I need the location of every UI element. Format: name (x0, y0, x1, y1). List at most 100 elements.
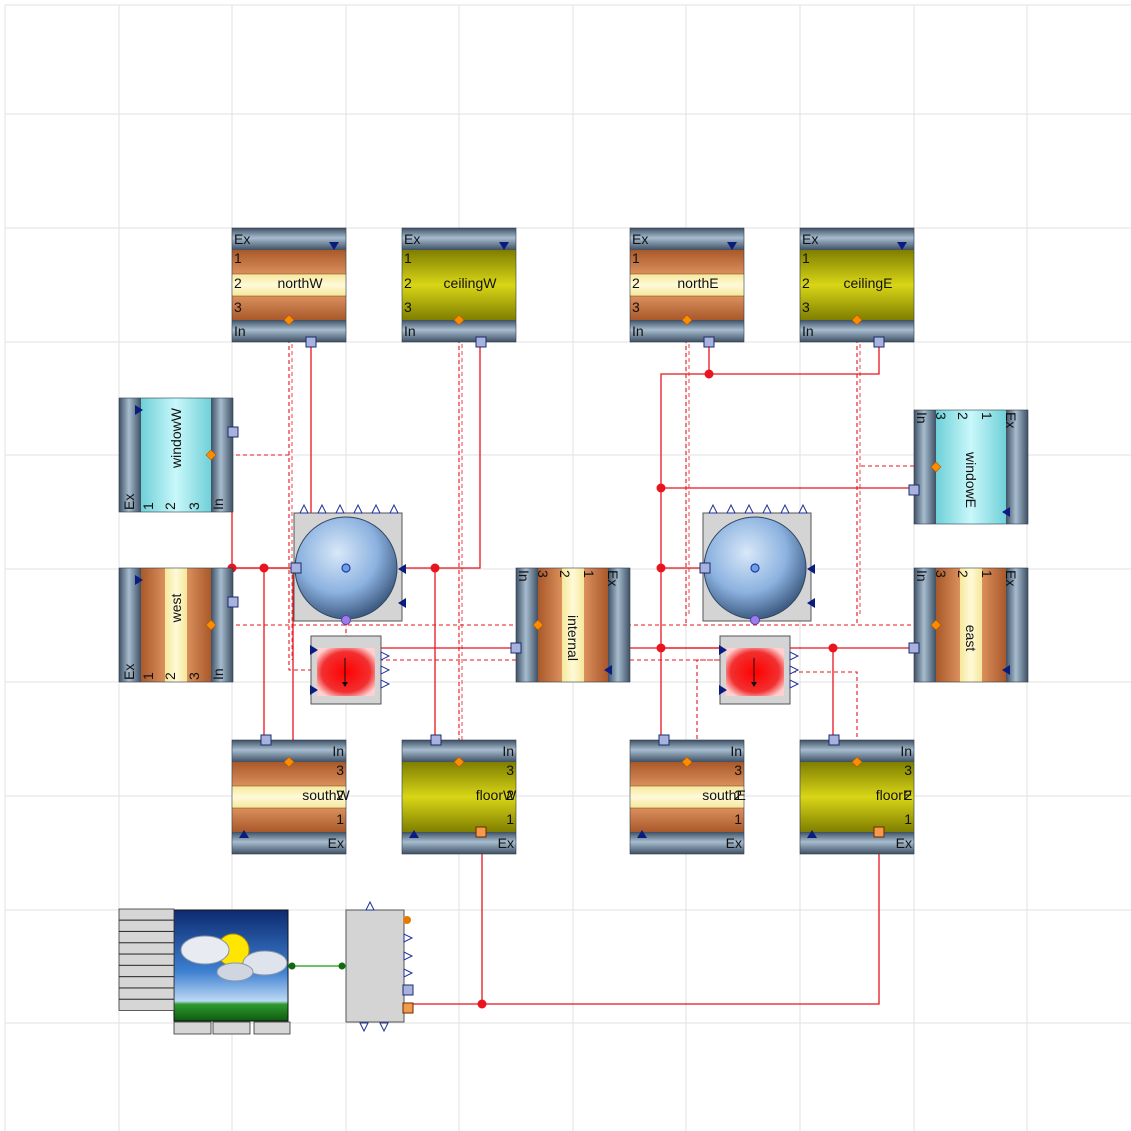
heater-east[interactable] (719, 635, 800, 705)
signal-output-triangle-icon[interactable] (762, 503, 772, 514)
air-volume-west[interactable] (290, 503, 406, 625)
heat-port-diamond[interactable] (930, 619, 942, 631)
heat-port-square[interactable] (227, 426, 239, 438)
heater-west[interactable] (310, 635, 391, 705)
signal-input-triangle-icon[interactable] (329, 242, 339, 250)
heat-port-diamond[interactable] (283, 756, 295, 768)
signal-input-triangle-icon[interactable] (135, 575, 143, 585)
heat-port-square[interactable] (658, 734, 670, 746)
signal-output-triangle-icon[interactable] (353, 503, 363, 514)
heat-port-diamond[interactable] (681, 756, 693, 768)
heat-port-diamond[interactable] (532, 619, 544, 631)
heat-port-square[interactable] (873, 826, 885, 838)
signal-output-triangle-icon[interactable] (379, 1022, 389, 1033)
heat-port-square[interactable] (475, 826, 487, 838)
weather-bus-block[interactable] (338, 900, 414, 1033)
weather-input-port[interactable] (118, 942, 175, 955)
heat-port-square[interactable] (475, 336, 487, 348)
heat-port-square[interactable] (402, 1002, 414, 1014)
signal-output-triangle-icon[interactable] (780, 503, 790, 514)
heat-port-square[interactable] (908, 642, 920, 654)
signal-input-triangle-icon[interactable] (637, 830, 647, 838)
signal-output-triangle-icon[interactable] (708, 503, 718, 514)
air-volume-east[interactable] (699, 503, 815, 625)
signal-input-triangle-icon[interactable] (398, 564, 406, 574)
weather-input-port[interactable] (118, 908, 175, 921)
heat-port-square[interactable] (828, 734, 840, 746)
signal-input-triangle-icon[interactable] (310, 645, 318, 655)
signal-input-triangle-icon[interactable] (409, 830, 419, 838)
signal-output-triangle-icon[interactable] (798, 503, 808, 514)
weather-input-port[interactable] (118, 919, 175, 932)
signal-output-triangle-icon[interactable] (359, 1022, 369, 1033)
weather-block[interactable] (118, 908, 296, 1035)
bus-port-G[interactable] (403, 916, 411, 924)
signal-input-triangle-icon[interactable] (135, 405, 143, 415)
signal-input-triangle-icon[interactable] (719, 645, 727, 655)
heat-port-diamond[interactable] (283, 314, 295, 326)
signal-input-triangle-icon[interactable] (499, 242, 509, 250)
signal-input-triangle-icon[interactable] (719, 685, 727, 695)
heat-port-diamond[interactable] (453, 756, 465, 768)
signal-input-triangle-icon[interactable] (807, 598, 815, 608)
signal-output-triangle-icon[interactable] (403, 951, 414, 961)
heat-port-square[interactable] (260, 734, 272, 746)
heat-port-diamond[interactable] (851, 756, 863, 768)
signal-output-triangle-icon[interactable] (744, 503, 754, 514)
signal-input-triangle-icon[interactable] (1002, 507, 1010, 517)
signal-output-triangle-icon[interactable] (371, 503, 381, 514)
air-volume-moisture-port[interactable] (750, 615, 760, 625)
heat-port-square[interactable] (430, 734, 442, 746)
air-volume-moisture-port[interactable] (341, 615, 351, 625)
signal-input-triangle-icon[interactable] (604, 665, 612, 675)
signal-output-triangle-icon[interactable] (365, 900, 375, 911)
signal-input-triangle-icon[interactable] (807, 830, 817, 838)
signal-output-triangle-icon[interactable] (403, 933, 414, 943)
signal-output-triangle-icon[interactable] (789, 679, 800, 689)
signal-output-triangle-icon[interactable] (380, 651, 391, 661)
signal-input-triangle-icon[interactable] (897, 242, 907, 250)
signal-output-triangle-icon[interactable] (380, 679, 391, 689)
heat-port-square[interactable] (305, 336, 317, 348)
heat-port-square[interactable] (510, 642, 522, 654)
heat-port-square[interactable] (908, 484, 920, 496)
signal-output-triangle-icon[interactable] (789, 665, 800, 675)
heat-port-square[interactable] (699, 562, 711, 574)
heat-port-diamond[interactable] (681, 314, 693, 326)
heat-port-square[interactable] (227, 596, 239, 608)
signal-input-triangle-icon[interactable] (310, 685, 318, 695)
signal-output-triangle-icon[interactable] (389, 503, 399, 514)
signal-input-triangle-icon[interactable] (807, 564, 815, 574)
heat-port-diamond[interactable] (205, 619, 217, 631)
signal-output-triangle-icon[interactable] (380, 665, 391, 675)
heat-port-square[interactable] (290, 562, 302, 574)
signal-output-triangle-icon[interactable] (317, 503, 327, 514)
weather-output-port[interactable] (212, 1021, 251, 1035)
weather-input-port[interactable] (118, 976, 175, 989)
signal-input-triangle-icon[interactable] (398, 598, 406, 608)
weather-input-port[interactable] (118, 965, 175, 977)
heat-port-square[interactable] (402, 984, 414, 996)
heat-port-diamond[interactable] (851, 314, 863, 326)
signal-input-triangle-icon[interactable] (239, 830, 249, 838)
weather-input-port[interactable] (118, 999, 175, 1011)
signal-output-triangle-icon[interactable] (403, 968, 414, 978)
heat-port-diamond[interactable] (453, 314, 465, 326)
air-volume-center-port[interactable] (341, 563, 351, 573)
signal-input-triangle-icon[interactable] (727, 242, 737, 250)
signal-input-triangle-icon[interactable] (1002, 665, 1010, 675)
heat-port-diamond[interactable] (930, 461, 942, 473)
air-volume-center-port[interactable] (750, 563, 760, 573)
weather-output-port[interactable] (253, 1021, 291, 1035)
